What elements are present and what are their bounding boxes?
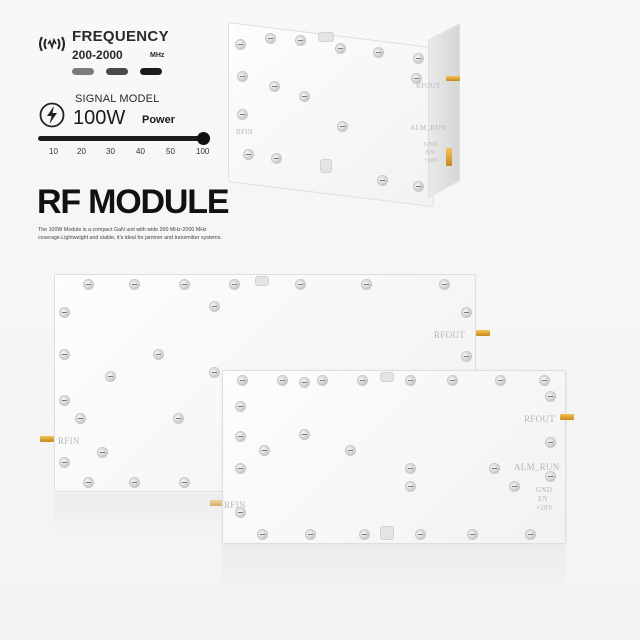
product-title: RF MODULE bbox=[37, 183, 229, 221]
frequency-range: 200-2000 bbox=[72, 48, 123, 62]
sma-connector bbox=[560, 414, 574, 420]
power-tick-label: 40 bbox=[136, 147, 145, 156]
power-tick-label: 50 bbox=[166, 147, 175, 156]
en-label: EN bbox=[426, 150, 435, 156]
power-tick-label: 10 bbox=[49, 147, 58, 156]
rfin-label: RFIN bbox=[58, 436, 80, 446]
sma-connector bbox=[40, 436, 54, 442]
power-tick-label: 30 bbox=[106, 147, 115, 156]
floor-reflection bbox=[54, 494, 224, 534]
sma-connector bbox=[476, 330, 490, 336]
power-level-slider bbox=[38, 136, 210, 141]
rfin-label: RFIN bbox=[236, 128, 254, 136]
alm-run-label: ALM_RUN bbox=[514, 462, 560, 472]
rf-module-front-photo: RFIN RFOUT ALM_RUN GND EN +28V bbox=[210, 368, 574, 548]
signal-power-unit: Power bbox=[142, 114, 176, 126]
frequency-band-indicator-2 bbox=[106, 68, 128, 75]
power-level-thumb bbox=[197, 132, 210, 145]
lightning-bolt-icon bbox=[39, 102, 65, 128]
frequency-band-indicator-3 bbox=[140, 68, 162, 75]
gnd-label: GND bbox=[424, 142, 438, 148]
product-description: The 100W Module is a compact GaN unit wi… bbox=[38, 227, 222, 241]
signal-power-value: 100W bbox=[73, 107, 126, 129]
signal-model-title: SIGNAL MODEL bbox=[75, 93, 160, 105]
floor-reflection bbox=[222, 546, 566, 596]
sma-connector bbox=[446, 76, 460, 81]
rfout-label: RFOUT bbox=[434, 330, 466, 340]
rfout-label: RFOUT bbox=[416, 82, 441, 90]
alm-run-label: ALM_RUN bbox=[410, 124, 446, 132]
rfout-label: RFOUT bbox=[524, 414, 556, 424]
power-tick-label: 20 bbox=[77, 147, 86, 156]
v28-label: +28V bbox=[424, 158, 439, 164]
frequency-unit: MHz bbox=[150, 52, 165, 59]
rfin-label: RFIN bbox=[224, 500, 246, 510]
power-header bbox=[446, 148, 452, 166]
v28-label: +28V bbox=[536, 504, 554, 512]
frequency-title: FREQUENCY bbox=[72, 28, 169, 45]
gnd-label: GND bbox=[536, 486, 553, 494]
power-tick-label: 100 bbox=[196, 147, 210, 156]
rf-module-angled-photo: RFIN RFOUT ALM_RUN GND EN +28V bbox=[228, 22, 464, 208]
en-label: EN bbox=[538, 495, 548, 503]
signal-wave-icon bbox=[39, 36, 65, 52]
frequency-band-indicator-1 bbox=[72, 68, 94, 75]
